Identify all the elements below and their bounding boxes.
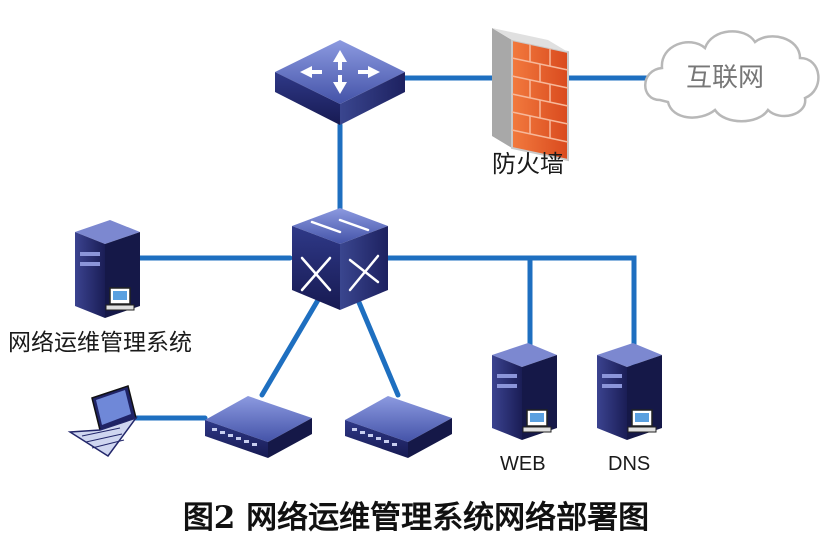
access-switch-2-icon[interactable]	[345, 396, 452, 458]
web-server-icon[interactable]	[492, 343, 557, 440]
link-switch-access2	[355, 297, 401, 398]
internet-label: 互联网	[686, 63, 764, 93]
cloud-icon	[644, 30, 820, 123]
laptop-icon[interactable]	[67, 385, 139, 458]
nms-server-icon[interactable]	[75, 220, 140, 318]
dns-label: DNS	[608, 453, 650, 475]
dns-server-icon[interactable]	[597, 343, 662, 440]
link-switch-access1	[259, 297, 321, 398]
nms-label: 网络运维管理系统	[8, 330, 192, 356]
figure-caption: 图2 网络运维管理系统网络部署图	[183, 500, 649, 536]
link-switch-web-dns	[385, 255, 637, 373]
web-label: WEB	[500, 453, 546, 475]
router-icon[interactable]	[275, 40, 405, 125]
firewall-label: 防火墙	[492, 150, 564, 178]
links	[132, 75, 653, 421]
access-switch-1-icon[interactable]	[205, 396, 312, 458]
switch-icon[interactable]	[292, 208, 388, 310]
firewall-icon[interactable]	[492, 28, 569, 162]
